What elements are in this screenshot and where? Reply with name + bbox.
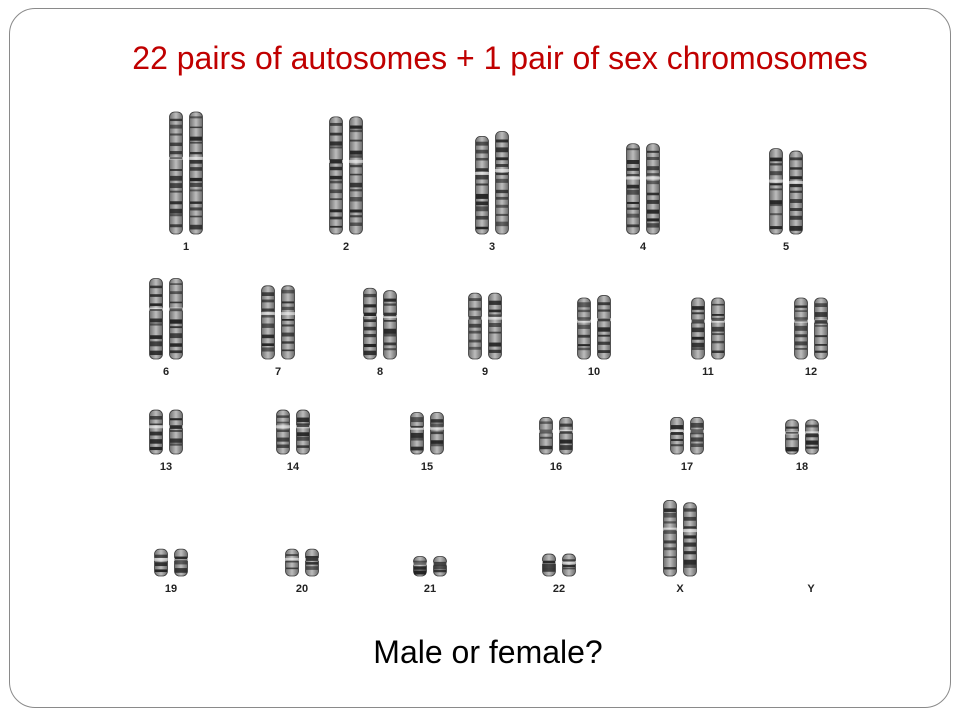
chromosome-1-a xyxy=(168,111,184,235)
chromosome-2-b xyxy=(348,116,364,235)
chromosome-label-y: Y xyxy=(807,583,815,595)
chromosome-9-b xyxy=(487,292,503,360)
chromosome-label-20: 20 xyxy=(296,583,308,595)
chromosome-label-19: 19 xyxy=(165,583,177,595)
chromosome-17-b xyxy=(689,416,705,455)
chromosome-label-6: 6 xyxy=(163,366,169,378)
chromosome-label-2: 2 xyxy=(343,241,349,253)
chromosome-4-a xyxy=(625,143,641,235)
chromosome-label-11: 11 xyxy=(702,366,714,378)
chromosome-label-1: 1 xyxy=(183,241,189,253)
chromosome-5-a xyxy=(768,148,784,235)
chromosome-1-b xyxy=(188,111,204,235)
chromosome-3-b xyxy=(494,131,510,235)
chromosome-6-b xyxy=(168,278,184,360)
chromosome-label-9: 9 xyxy=(482,366,488,378)
chromosome-label-22: 22 xyxy=(553,583,565,595)
chromosome-16-a xyxy=(538,416,554,455)
chromosome-20-a xyxy=(284,548,300,577)
chromosome-x-a xyxy=(662,499,678,577)
chromosome-12-b xyxy=(813,297,829,360)
chromosome-19-a xyxy=(153,548,169,577)
chromosome-13-a xyxy=(148,409,164,455)
chromosome-22-b xyxy=(561,553,577,577)
chromosome-label-12: 12 xyxy=(805,366,817,378)
question-text: Male or female? xyxy=(373,634,603,670)
chromosome-7-b xyxy=(280,285,296,360)
chromosome-label-13: 13 xyxy=(160,461,172,473)
chromosome-8-a xyxy=(362,287,378,360)
chromosome-14-a xyxy=(275,409,291,455)
chromosome-22-a xyxy=(541,553,557,577)
chromosome-15-a xyxy=(409,412,425,455)
chromosome-8-b xyxy=(382,290,398,360)
chromosome-label-17: 17 xyxy=(681,461,693,473)
chromosome-17-a xyxy=(669,416,685,455)
chromosome-label-x: X xyxy=(676,583,684,595)
chromosome-label-16: 16 xyxy=(550,461,562,473)
chromosome-11-a xyxy=(690,297,706,360)
chromosome-label-4: 4 xyxy=(640,241,647,253)
chromosome-label-10: 10 xyxy=(588,366,600,378)
chromosome-label-14: 14 xyxy=(287,461,300,473)
chromosome-label-18: 18 xyxy=(796,461,808,473)
chromosome-21-b xyxy=(432,556,448,577)
chromosome-10-b xyxy=(596,295,612,360)
chromosome-9-a xyxy=(467,292,483,360)
chromosome-12-a xyxy=(793,297,809,360)
chromosome-10-a xyxy=(576,297,592,360)
chromosome-15-b xyxy=(429,412,445,455)
chromosome-5-b xyxy=(788,150,804,235)
chromosome-label-15: 15 xyxy=(421,461,433,473)
slide-title: 22 pairs of autosomes + 1 pair of sex ch… xyxy=(132,40,868,76)
chromosome-label-3: 3 xyxy=(489,241,495,253)
chromosome-20-b xyxy=(304,548,320,577)
chromosome-2-a xyxy=(328,116,344,235)
chromosome-label-5: 5 xyxy=(783,241,789,253)
chromosome-16-b xyxy=(558,416,574,455)
chromosome-label-8: 8 xyxy=(377,366,383,378)
chromosome-3-a xyxy=(474,136,490,235)
chromosome-14-b xyxy=(295,409,311,455)
chromosome-11-b xyxy=(710,297,726,360)
chromosome-7-a xyxy=(260,285,276,360)
chromosome-19-b xyxy=(173,548,189,577)
chromosome-label-21: 21 xyxy=(424,583,436,595)
chromosome-13-b xyxy=(168,409,184,455)
chromosome-4-b xyxy=(645,143,661,235)
chromosome-18-b xyxy=(804,419,820,455)
chromosome-x-b xyxy=(682,502,698,577)
chromosome-18-a xyxy=(784,419,800,455)
chromosome-21-a xyxy=(412,556,428,577)
chromosome-6-a xyxy=(148,278,164,360)
chromosome-label-7: 7 xyxy=(275,366,281,378)
